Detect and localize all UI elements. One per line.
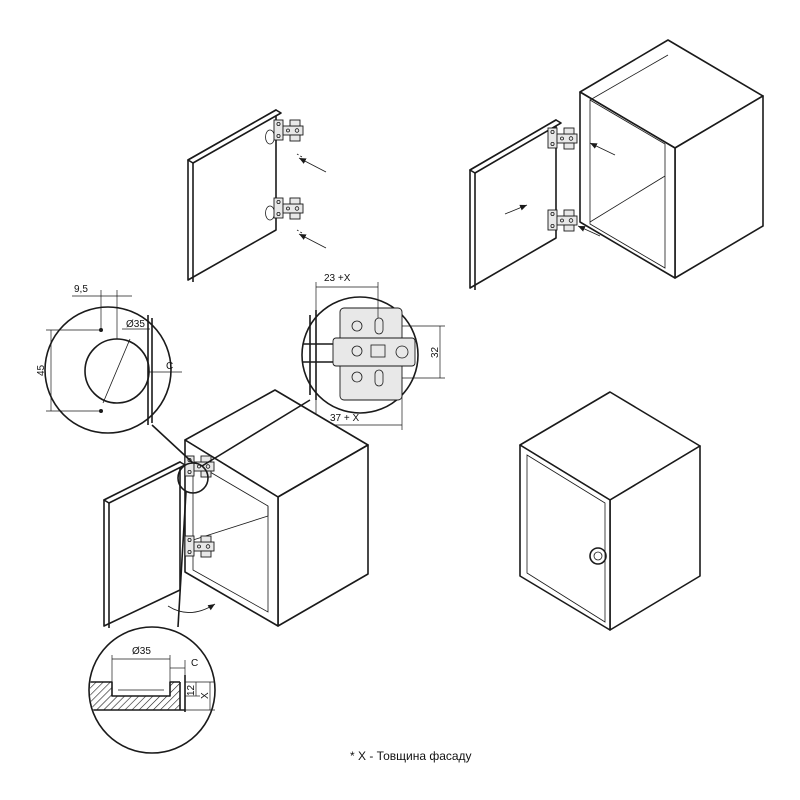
footnote: * X - Товщина фасаду (350, 749, 472, 763)
dim-32-label: 32 (430, 346, 441, 358)
dim-23x-label: 23 +X (324, 273, 351, 284)
dim-45-label: 45 (36, 364, 47, 376)
dim-d35-bottom-label: Ø35 (132, 646, 151, 657)
dim-c-top-label: C (166, 361, 173, 372)
step1-door-with-hinges (187, 109, 327, 282)
dim-c-bottom-label: C (191, 658, 198, 669)
detail-cup-depth: Ø35 C 12 X (88, 626, 216, 754)
dim-d35-top-label: Ø35 (126, 319, 145, 330)
step3-open-door-cabinet (103, 389, 369, 628)
dim-12-label: 12 (186, 684, 197, 696)
detail-hinge-plate: 23 +X 32 37 + X (301, 273, 445, 430)
dim-9-5-label: 9,5 (74, 284, 88, 295)
dim-x-label: X (200, 692, 211, 699)
detail-cup-hole-top: 9,5 Ø35 45 C (36, 284, 182, 434)
step4-closed-cabinet (519, 391, 701, 631)
dim-37x-label: 37 + X (330, 413, 360, 424)
step2-attach-to-cabinet (469, 39, 764, 290)
